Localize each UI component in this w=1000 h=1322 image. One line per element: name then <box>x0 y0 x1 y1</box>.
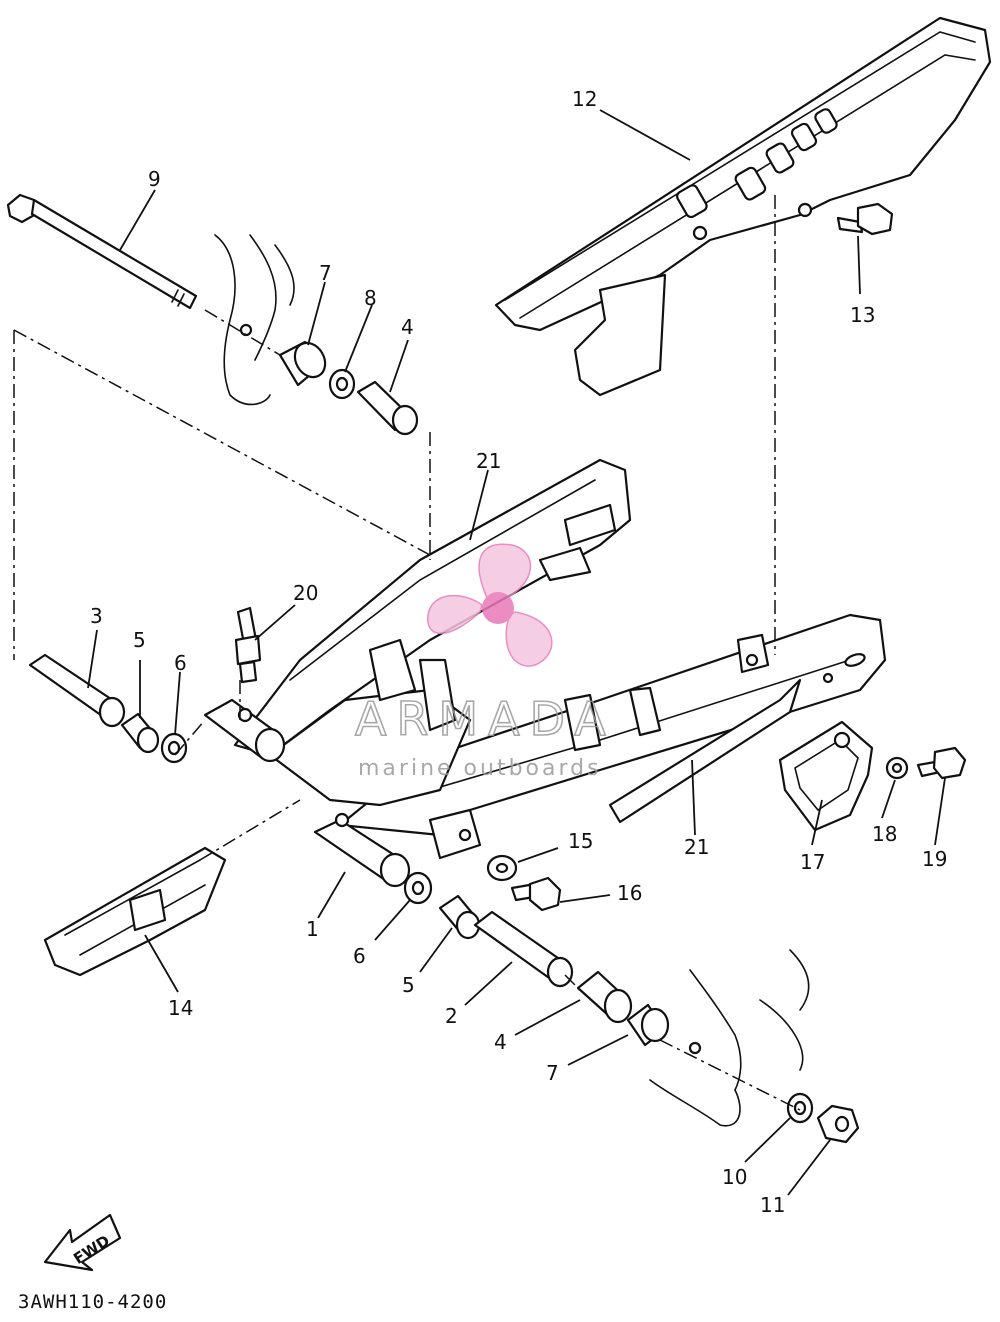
frame-mount-upper <box>214 234 295 406</box>
collar-3[interactable] <box>28 653 126 728</box>
callout-15: 15 <box>568 829 593 853</box>
callout-19: 19 <box>922 847 947 871</box>
bush-7-lower[interactable] <box>626 1003 670 1047</box>
callout-8: 8 <box>364 286 377 310</box>
armada-watermark: ARMADA marine outboards <box>354 543 616 781</box>
bolt-16[interactable] <box>510 876 562 912</box>
watermark-brand: ARMADA <box>355 692 616 746</box>
swingarm-1[interactable] <box>203 458 887 888</box>
bush-7-upper[interactable] <box>278 337 331 387</box>
diagram-code: 3AWH110-4200 <box>18 1291 167 1313</box>
bolt-19[interactable] <box>916 746 967 780</box>
callout-18: 18 <box>872 822 897 846</box>
callout-12: 12 <box>572 87 597 111</box>
callout-4-upper: 4 <box>401 315 414 339</box>
bolt-18[interactable] <box>885 756 909 780</box>
callout-9: 9 <box>148 167 161 191</box>
callout-1: 1 <box>306 917 319 941</box>
propeller-logo-icon <box>427 543 553 667</box>
assembly-lines <box>13 195 801 1111</box>
callout-4-lower: 4 <box>494 1030 507 1054</box>
callout-2: 2 <box>445 1004 458 1028</box>
callout-7-lower: 7 <box>546 1061 559 1085</box>
callout-6-right: 6 <box>353 944 366 968</box>
washer-10[interactable] <box>786 1092 814 1124</box>
plate-17[interactable] <box>778 720 874 832</box>
callout-5-right: 5 <box>402 973 415 997</box>
pivot-shaft-9[interactable] <box>6 193 198 310</box>
callout-7-upper: 7 <box>319 261 332 285</box>
bolt-13[interactable] <box>836 202 894 236</box>
callout-10: 10 <box>722 1165 747 1189</box>
chain-case-12[interactable] <box>494 16 992 397</box>
grease-nipple-20[interactable] <box>234 606 262 684</box>
callout-3: 3 <box>90 604 103 628</box>
watermark-tagline: marine outboards <box>358 756 602 781</box>
callout-20: 20 <box>293 581 318 605</box>
frame-mount-lower <box>649 949 810 1127</box>
callout-21-lower: 21 <box>684 835 709 859</box>
callout-5-left: 5 <box>133 628 146 652</box>
callout-6-left: 6 <box>174 651 187 675</box>
nut-11[interactable] <box>816 1104 860 1144</box>
callout-17: 17 <box>800 850 825 874</box>
callout-13: 13 <box>850 303 875 327</box>
collar-2[interactable] <box>473 910 574 988</box>
callout-16: 16 <box>617 881 642 905</box>
leader-lines <box>87 109 946 1196</box>
bush-5-right[interactable] <box>438 894 481 940</box>
chain-slider-14[interactable] <box>43 846 227 977</box>
washer-15[interactable] <box>486 854 518 882</box>
callout-14: 14 <box>168 996 193 1020</box>
fwd-arrow: FWD <box>43 1213 122 1272</box>
bush-5-left[interactable] <box>120 712 160 754</box>
callout-21-upper: 21 <box>476 449 501 473</box>
callout-11: 11 <box>760 1193 785 1217</box>
seal-6-right[interactable] <box>403 871 433 905</box>
collar-4-lower[interactable] <box>576 970 633 1024</box>
callout-labels: 12 9 7 8 4 13 21 20 3 5 6 15 21 17 18 19… <box>90 87 947 1217</box>
seal-6-left[interactable] <box>160 732 188 764</box>
washer-8[interactable] <box>328 368 356 400</box>
collar-4-upper[interactable] <box>356 380 419 436</box>
